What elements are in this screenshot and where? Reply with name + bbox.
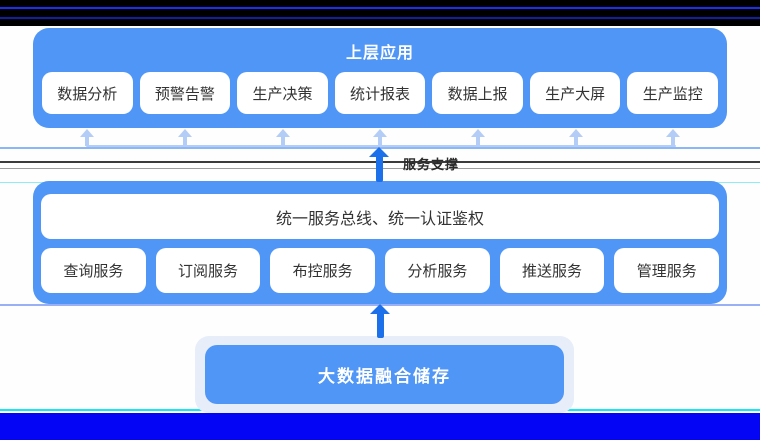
service-bus-bar: 统一服务总线、统一认证鉴权 xyxy=(41,194,719,239)
application-layer-title: 上层应用 xyxy=(345,45,414,62)
app-box: 生产监控 xyxy=(627,72,719,114)
app-box: 预警告警 xyxy=(139,72,231,114)
service-box-row: 查询服务 订阅服务 布控服务 分析服务 推送服务 管理服务 xyxy=(41,248,720,293)
service-box: 分析服务 xyxy=(385,248,490,293)
service-box: 查询服务 xyxy=(41,248,146,293)
service-box: 订阅服务 xyxy=(155,248,261,293)
storage-frame: 大数据融合储存 xyxy=(195,336,574,413)
app-box: 数据分析 xyxy=(42,72,133,114)
top-black-band xyxy=(0,0,760,26)
service-layer-container: 统一服务总线、统一认证鉴权 查询服务 订阅服务 布控服务 分析服务 推送服务 管… xyxy=(33,181,727,304)
service-box: 推送服务 xyxy=(499,248,605,293)
connector-line xyxy=(86,145,676,147)
application-layer-container: 上层应用 数据分析 预警告警 生产决策 统计报表 数据上报 生产大屏 生产监控 xyxy=(33,28,727,128)
up-arrow-icon xyxy=(80,129,94,146)
service-box: 管理服务 xyxy=(614,248,720,293)
artifact-line xyxy=(0,7,760,9)
app-box: 生产大屏 xyxy=(529,72,621,114)
application-box-row: 数据分析 预警告警 生产决策 统计报表 数据上报 生产大屏 生产监控 xyxy=(42,72,719,114)
bottom-blue-band xyxy=(0,413,760,440)
service-box: 布控服务 xyxy=(270,248,376,293)
up-arrow-icon xyxy=(569,129,583,146)
up-arrow-icon xyxy=(666,129,680,146)
up-arrow-icon xyxy=(471,129,485,146)
app-box: 数据上报 xyxy=(432,72,523,114)
up-arrow-icon xyxy=(178,129,192,146)
storage-box: 大数据融合储存 xyxy=(205,345,564,404)
big-up-arrow-icon xyxy=(369,147,389,182)
artifact-line xyxy=(0,17,760,19)
up-arrow-icon xyxy=(276,129,290,146)
up-arrow-icon xyxy=(373,129,387,146)
app-box: 生产决策 xyxy=(237,72,328,114)
big-up-arrow-icon xyxy=(370,304,390,338)
app-box: 统计报表 xyxy=(334,72,426,114)
arrow-label: 服务支撑 xyxy=(403,157,460,172)
